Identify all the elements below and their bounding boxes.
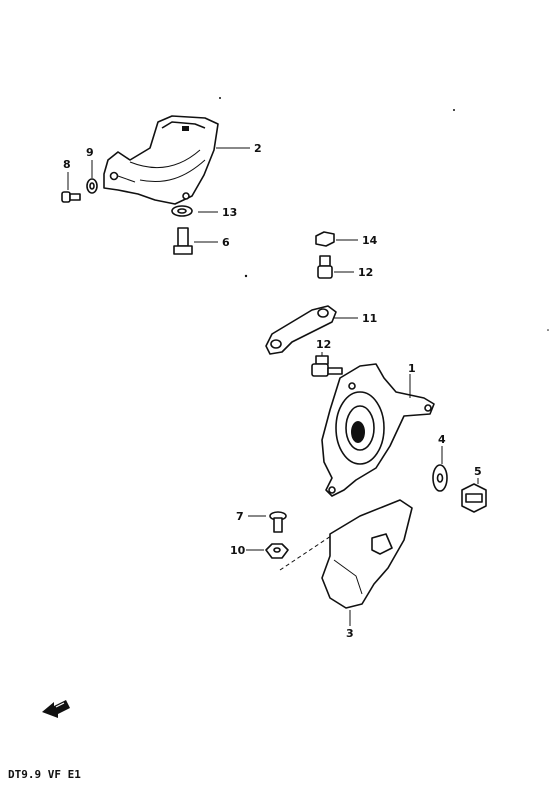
assembly-line (279, 529, 341, 571)
model-code: DT9.9 VF E1 (8, 768, 81, 781)
part-11-link (265, 305, 337, 355)
front-direction-arrow-icon (42, 700, 70, 718)
part-2-upper-bracket (103, 115, 219, 205)
part-4-washer (432, 464, 448, 492)
callout-6: 6 (222, 236, 230, 249)
callout-5: 5 (474, 465, 482, 478)
part-5-bolt (461, 483, 487, 513)
callout-13: 13 (222, 206, 237, 219)
part-8-bolt (61, 191, 81, 203)
callout-1: 1 (408, 362, 416, 375)
part-13-washer (171, 205, 193, 217)
part-12-bolt-lower (311, 355, 343, 377)
part-1-main-bracket (321, 363, 435, 497)
part-6-bolt (173, 227, 193, 255)
part-3-lower-bracket (321, 499, 413, 609)
part-9-washer (86, 178, 98, 194)
callout-2: 2 (254, 142, 262, 155)
part-12-stud-upper (317, 255, 333, 279)
callout-9: 9 (86, 146, 94, 159)
callout-3: 3 (346, 627, 354, 640)
part-7-screw (269, 511, 287, 533)
callout-12-upper: 12 (358, 266, 373, 279)
callout-7: 7 (236, 510, 244, 523)
callout-12-lower: 12 (316, 338, 331, 351)
leader-lines (67, 147, 479, 626)
callout-4: 4 (438, 433, 446, 446)
callout-14: 14 (362, 234, 378, 247)
callout-8: 8 (63, 158, 71, 171)
callout-10: 10 (230, 544, 246, 557)
scan-specks (219, 97, 549, 331)
callout-11: 11 (362, 312, 377, 325)
part-14-nut (315, 231, 335, 247)
callout-labels: 1 2 3 4 5 6 7 8 9 10 11 12 12 13 14 (63, 142, 482, 640)
part-10-nut (265, 543, 289, 559)
